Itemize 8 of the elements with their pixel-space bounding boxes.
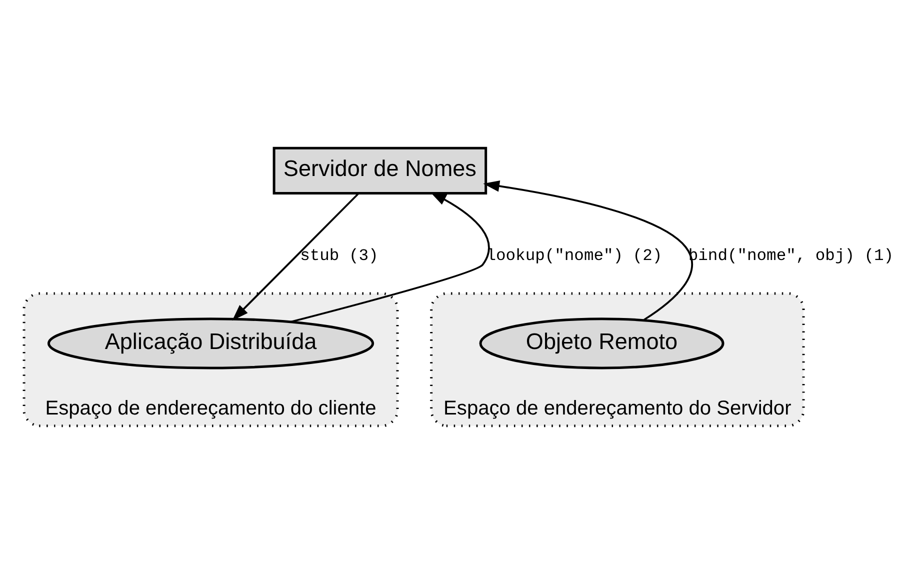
arrow <box>232 192 359 321</box>
arrow <box>290 192 490 323</box>
node-ellipse: Aplicação Distribuída <box>46 318 374 370</box>
edge-label: lookup("nome") (2) <box>486 246 662 266</box>
node-box: Servidor de Nomes <box>272 146 487 194</box>
node-ellipse: Objeto Remoto <box>478 318 724 370</box>
arrow <box>482 180 692 321</box>
edge-label: stub (3) <box>300 246 378 266</box>
